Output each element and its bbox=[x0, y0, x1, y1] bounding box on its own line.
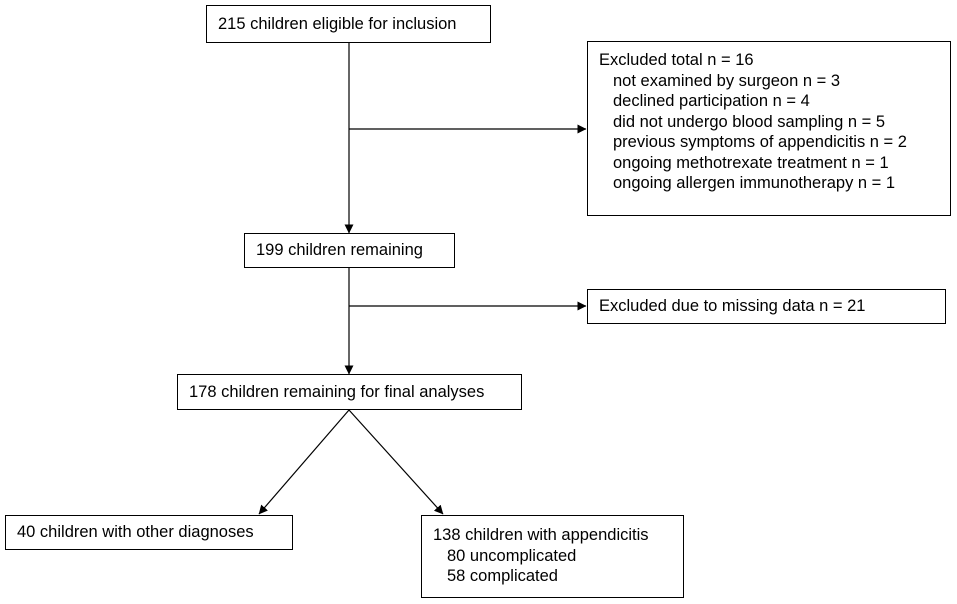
other-diagnoses-box: 40 children with other diagnoses bbox=[5, 515, 293, 550]
appendicitis-subgroup: 80 uncomplicated bbox=[447, 546, 577, 565]
eligible-text: 215 children eligible for inclusion bbox=[218, 14, 457, 33]
exclusion-reason: did not undergo blood sampling n = 5 bbox=[613, 112, 885, 131]
exclusion-reason: not examined by surgeon n = 3 bbox=[613, 71, 841, 90]
final-analyses-box: 178 children remaining for final analyse… bbox=[177, 374, 522, 410]
final-analyses-text: 178 children remaining for final analyse… bbox=[189, 382, 485, 401]
appendicitis-subgroup: 58 complicated bbox=[447, 567, 558, 585]
arrow-to-other-diagnoses bbox=[258, 409, 350, 515]
appendicitis-header: 138 children with appendicitis bbox=[433, 526, 649, 544]
remaining-box: 199 children remaining bbox=[244, 233, 455, 268]
remaining-text: 199 children remaining bbox=[256, 241, 423, 260]
excluded-total-box: Excluded total n = 16 not examined by su… bbox=[587, 41, 951, 216]
exclusion-reason: previous symptoms of appendicitis n = 2 bbox=[613, 133, 907, 151]
excluded-missing-text: Excluded due to missing data n = 21 bbox=[599, 297, 866, 316]
arrow-to-appendicitis bbox=[348, 409, 444, 515]
exclusion-reason: ongoing methotrexate treatment n = 1 bbox=[613, 153, 889, 172]
appendicitis-box: 138 children with appendicitis 80 uncomp… bbox=[421, 515, 684, 598]
excluded-missing-box: Excluded due to missing data n = 21 bbox=[587, 289, 946, 324]
exclusion-reason: declined participation n = 4 bbox=[613, 92, 810, 110]
excluded-total-header: Excluded total n = 16 bbox=[599, 51, 754, 69]
other-diagnoses-text: 40 children with other diagnoses bbox=[17, 523, 254, 542]
eligible-box: 215 children eligible for inclusion bbox=[206, 5, 491, 43]
exclusion-reason: ongoing allergen immunotherapy n = 1 bbox=[613, 174, 896, 192]
